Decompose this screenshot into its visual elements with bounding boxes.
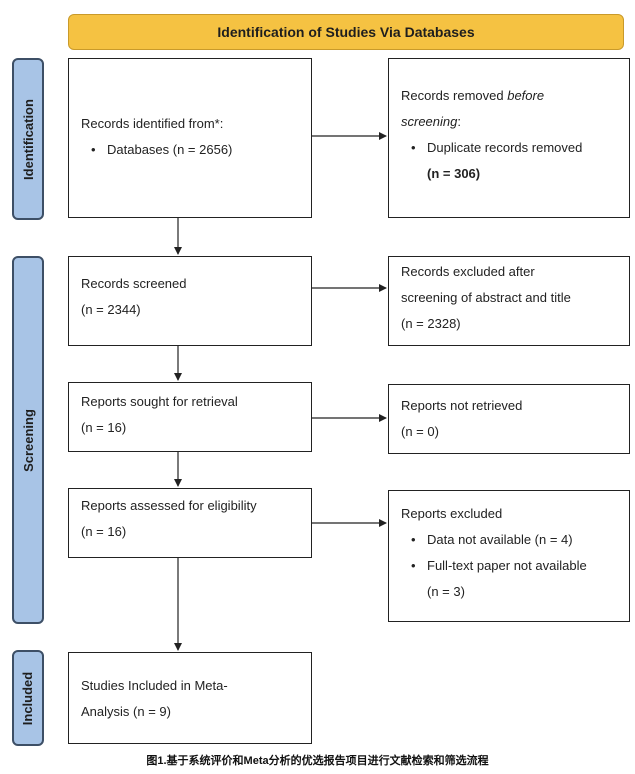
full-text-not-available-count: (n = 3) (427, 584, 465, 599)
records-excluded-count: (n = 2328) (401, 316, 461, 331)
duplicates-bullet: •Duplicate records removed (411, 140, 583, 155)
header-title: Identification of Studies Via Databases (217, 24, 475, 40)
reports-excluded-label: Reports excluded (401, 506, 503, 521)
box-records-screened: Records screened (n = 2344) (68, 256, 312, 346)
reports-assessed-label: Reports assessed for eligibility (81, 498, 257, 513)
records-screened-count: (n = 2344) (81, 302, 141, 317)
databases-count: Databases (n = 2656) (107, 142, 233, 157)
diagram-header: Identification of Studies Via Databases (68, 14, 624, 50)
records-screened-label: Records screened (81, 276, 187, 291)
box-studies-included: Studies Included in Meta- Analysis (n = … (68, 652, 312, 744)
full-text-not-available-bullet: •Full-text paper not available (411, 558, 587, 573)
records-excluded-line1: Records excluded after (401, 264, 535, 279)
records-excluded-line2: screening of abstract and title (401, 290, 571, 305)
box-records-removed: Records removed before screening: •Dupli… (388, 58, 630, 218)
duplicates-count: (n = 306) (427, 166, 481, 181)
studies-included-line2: Analysis (n = 9) (81, 704, 171, 719)
reports-sought-label: Reports sought for retrieval (81, 394, 238, 409)
reports-not-retrieved-count: (n = 0) (401, 424, 439, 439)
reports-sought-count: (n = 16) (81, 420, 127, 435)
phase-screening: Screening (12, 256, 44, 624)
phase-identification: Identification (12, 58, 44, 220)
reports-assessed-count: (n = 16) (81, 524, 127, 539)
records-removed-line1: Records removed before (401, 88, 545, 103)
box-records-excluded: Records excluded after screening of abst… (388, 256, 630, 346)
data-not-available-bullet: •Data not available (n = 4) (411, 532, 573, 547)
box-records-identified: Records identified from*: •Databases (n … (68, 58, 312, 218)
phase-included: Included (12, 650, 44, 746)
records-removed-line2: screening: (401, 114, 461, 129)
box-reports-not-retrieved: Reports not retrieved (n = 0) (388, 384, 630, 454)
databases-bullet: •Databases (n = 2656) (91, 142, 233, 157)
box-reports-assessed: Reports assessed for eligibility (n = 16… (68, 488, 312, 558)
studies-included-line1: Studies Included in Meta- (81, 678, 228, 693)
reports-not-retrieved-label: Reports not retrieved (401, 398, 523, 413)
box-reports-excluded: Reports excluded •Data not available (n … (388, 490, 630, 622)
records-identified-text: Records identified from*: (81, 116, 224, 131)
figure-caption: 图1.基于系统评价和Meta分析的优选报告项目进行文献检索和筛选流程 (146, 755, 489, 767)
box-reports-sought: Reports sought for retrieval (n = 16) (68, 382, 312, 452)
